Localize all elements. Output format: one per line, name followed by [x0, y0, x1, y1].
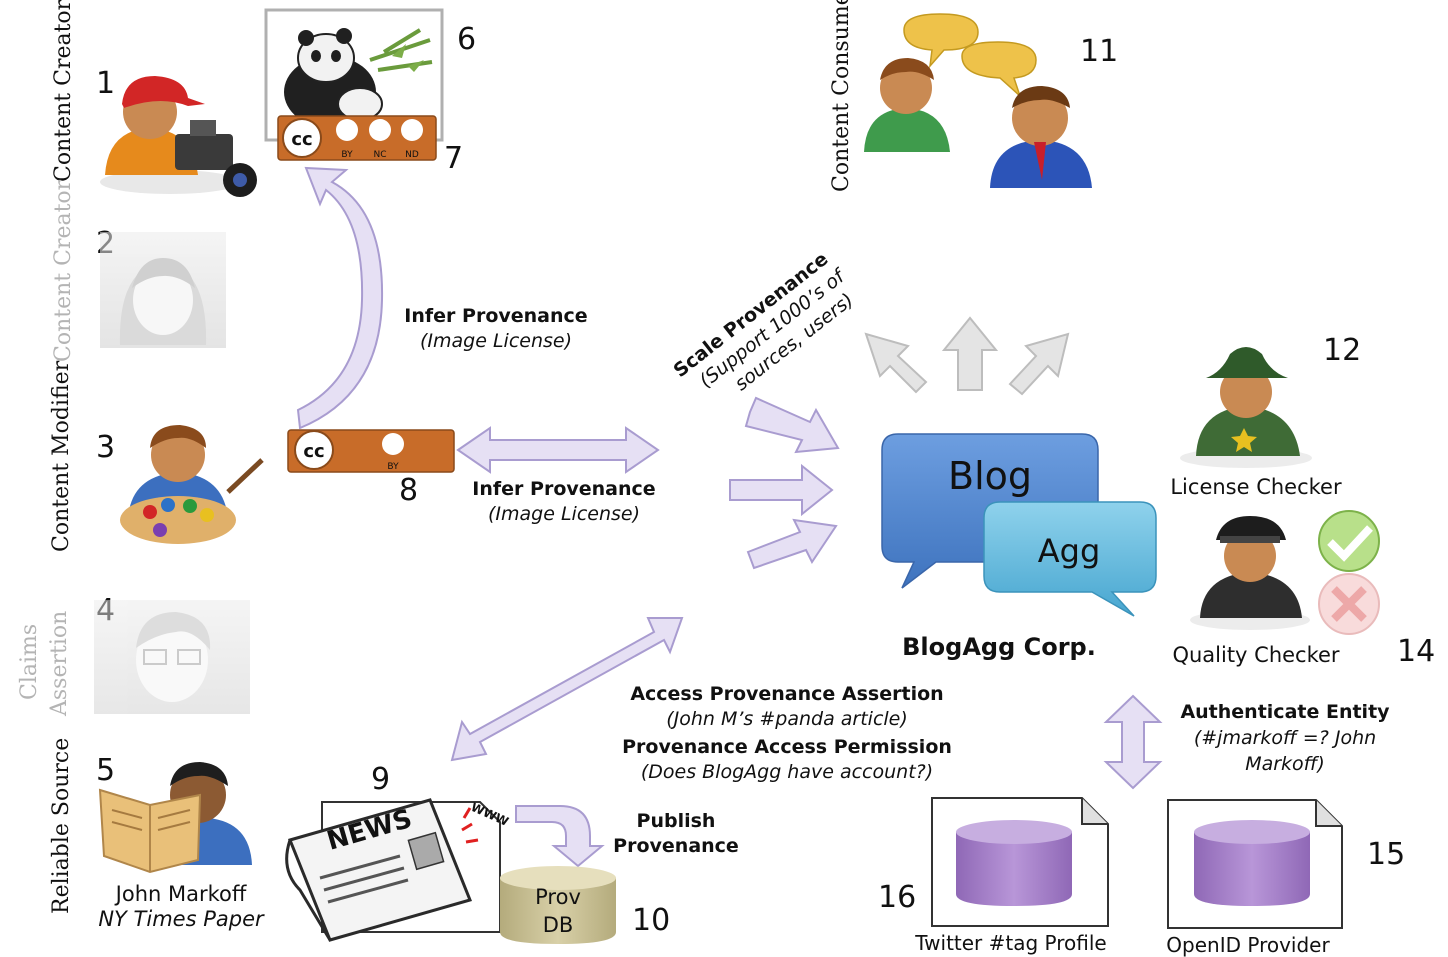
agg-word: Agg	[1038, 532, 1101, 570]
cc-by-badge: cc BY	[287, 429, 455, 473]
auth-title: Authenticate Entity	[1180, 701, 1390, 723]
double-arrow-authenticate	[1103, 694, 1163, 790]
number-6: 6	[457, 22, 476, 57]
cc-by-logo-text: cc	[303, 441, 324, 462]
infer1-title: Infer Provenance	[404, 305, 587, 327]
openid-label: OpenID Provider	[1166, 933, 1330, 957]
cc-by-term: BY	[387, 462, 399, 472]
access-line4: (Does BlogAgg have account?)	[641, 761, 933, 783]
cc-term-nc: NC	[373, 150, 386, 160]
role-content-consumer: Content Consumer	[829, 0, 854, 192]
publish-arrow	[515, 805, 605, 868]
cc-term-nd: ND	[405, 150, 419, 160]
auth-line2: (#jmarkoff =? John	[1194, 727, 1376, 749]
license-checker-icon	[1180, 347, 1312, 468]
number-5: 5	[96, 753, 115, 788]
number-15: 15	[1367, 837, 1405, 872]
number-1: 1	[96, 66, 115, 101]
number-3: 3	[96, 430, 115, 465]
number-12: 12	[1323, 333, 1361, 368]
openid-provider-document	[1167, 799, 1343, 929]
news-document: NEWS WWW	[285, 798, 511, 942]
content-consumers-icon	[864, 13, 1092, 188]
role-claims-line2: Assertion	[47, 611, 72, 717]
infer1-subtitle: (Image License)	[420, 330, 572, 352]
blogagg-corp-label: BlogAgg Corp.	[902, 633, 1096, 661]
number-10: 10	[632, 903, 670, 938]
cc-term-by: BY	[341, 150, 353, 160]
infer2-subtitle: (Image License)	[488, 503, 640, 525]
checkmark-icon	[1318, 510, 1380, 572]
cross-icon	[1318, 573, 1380, 635]
double-arrow-license	[456, 426, 660, 474]
access-line1: Access Provenance Assertion	[630, 683, 943, 705]
provdb-line2: DB	[543, 913, 574, 937]
role-reliable-source: Reliable Source	[49, 738, 74, 914]
number-11: 11	[1080, 34, 1118, 69]
license-checker-label: License Checker	[1170, 475, 1342, 499]
number-7: 7	[444, 141, 463, 176]
quality-checker-icon	[1190, 516, 1310, 630]
auth-line3: Markoff)	[1245, 753, 1325, 775]
curved-arrow-license	[296, 166, 384, 430]
photographer-icon	[100, 76, 257, 197]
cc-full-logo-text: cc	[291, 129, 312, 150]
provdb-line1: Prov	[535, 885, 581, 909]
blog-word: Blog	[948, 454, 1032, 498]
painter-icon	[120, 425, 264, 544]
role-claims-line1: Claims	[17, 624, 42, 700]
role-content-modifier: Content Modifier	[49, 360, 74, 552]
blogagg-logo: Blog Agg	[881, 433, 1157, 617]
source-name: John Markoff	[114, 882, 247, 906]
outgoing-arrows	[864, 316, 1070, 396]
number-14: 14	[1397, 634, 1435, 669]
access-line2: (John M’s #panda article)	[666, 708, 908, 730]
newspaper-reader-icon	[98, 762, 252, 874]
role-content-creator-2: Content Creator	[51, 179, 76, 362]
quality-checker-label: Quality Checker	[1172, 643, 1339, 667]
twitter-profile-document	[931, 797, 1109, 927]
number-9: 9	[371, 762, 390, 797]
number-16: 16	[878, 880, 916, 915]
role-content-creator-1: Content Creator	[51, 0, 76, 182]
cc-by-nc-nd-badge: cc BY NC ND	[277, 115, 437, 161]
publish-line2: Provenance	[613, 835, 739, 857]
number-8: 8	[399, 473, 418, 508]
scale-provenance-label: Scale Provenance (Support 1000’s of sour…	[670, 248, 858, 395]
access-line3: Provenance Access Permission	[622, 736, 952, 758]
twitter-label: Twitter #tag Profile	[914, 931, 1106, 955]
faded-woman-avatar	[100, 232, 226, 348]
prov-db-cylinder	[500, 866, 616, 944]
infer2-title: Infer Provenance	[472, 478, 655, 500]
source-paper: NY Times Paper	[98, 907, 265, 931]
faded-man-avatar	[94, 600, 250, 714]
publish-line1: Publish	[637, 810, 716, 832]
double-arrow-access	[450, 617, 684, 762]
incoming-arrows	[729, 396, 840, 570]
